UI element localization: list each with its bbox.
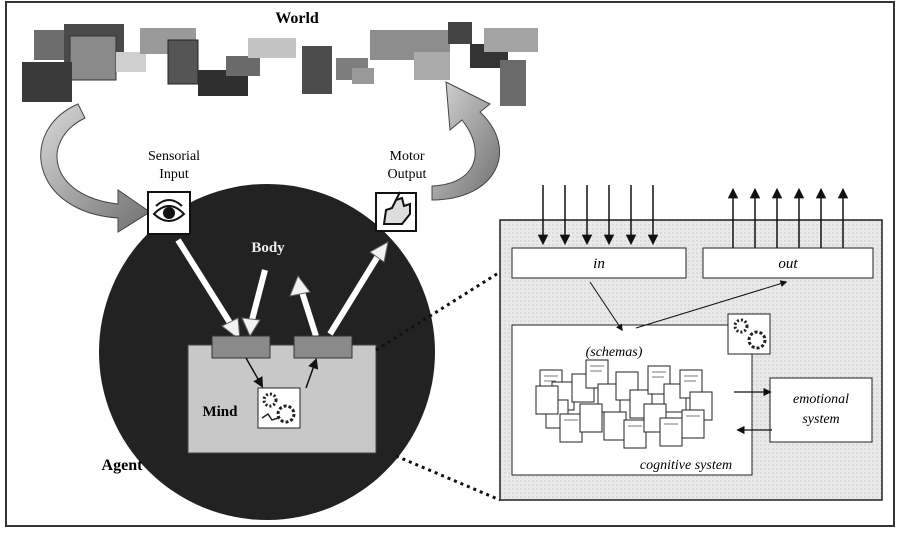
hand-icon xyxy=(376,192,416,231)
mind-input-port xyxy=(212,336,270,358)
body-label: Body xyxy=(251,240,285,256)
mind-label: Mind xyxy=(202,404,238,420)
out-label: out xyxy=(778,256,798,272)
in-label: in xyxy=(593,256,605,272)
gears-icon xyxy=(728,314,770,354)
world-label: World xyxy=(275,10,319,27)
cognitive-system-label: cognitive system xyxy=(640,458,732,473)
mind-output-port xyxy=(294,336,352,358)
schemas-label: (schemas) xyxy=(586,345,643,360)
eye-icon xyxy=(148,192,190,234)
emotional-system-box xyxy=(770,378,872,442)
agent-label: Agent xyxy=(102,457,144,474)
gears-icon xyxy=(258,388,300,428)
